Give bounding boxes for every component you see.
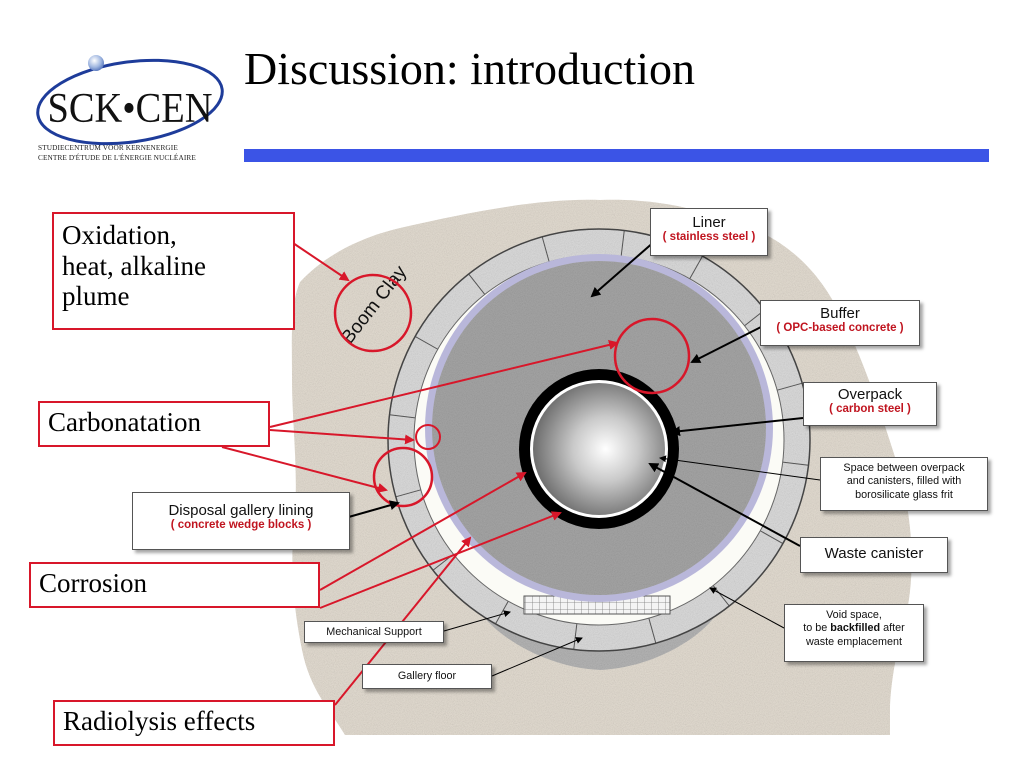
label-space-line1: Space between overpack [843,462,965,474]
wedge-block-joint [573,623,578,650]
callout-oxidation: Oxidation, heat, alkaline plume [52,212,295,330]
label-liner-sub: ( stainless steel ) [662,231,756,243]
label-mechanical-support-text: Mechanical Support [326,626,422,638]
label-space-line2: and canisters, filled with [846,475,962,488]
callout-oxidation-line1: Oxidation, [62,220,177,250]
label-gallery-floor: Gallery floor [362,664,492,689]
wedge-block-joint [782,461,809,466]
label-space-line3: borosilicate glass frit [855,488,953,501]
label-liner: Liner ( stainless steel ) [650,208,768,256]
wedge-block-joint [620,230,625,257]
callout-oxidation-line2: heat, alkaline [62,250,206,281]
logo-subtitle-dutch: STUDIECENTRUM VOOR KERNENERGIE [38,143,178,152]
liner-carbonatation-circle [415,424,441,450]
label-overpack-main: Overpack [837,386,903,403]
logo-subtitle-french: CENTRE D'ÉTUDE DE L'ÉNERGIE NUCLÉAIRE [38,153,196,162]
callout-carbonatation: Carbonatation [38,401,270,447]
label-buffer: Buffer ( OPC-based concrete ) [760,300,920,346]
label-liner-main: Liner [692,214,726,231]
lining-carbonatation-circle [372,446,434,508]
sck-cen-logo: SCK•CEN [30,50,230,170]
label-void-line2-post: after [880,622,905,635]
label-waste-canister-text: Waste canister [824,545,924,562]
boom-clay-highlight-circle [333,273,413,353]
logo-text: SCK•CEN [48,86,213,132]
label-void-line2: to be backfilled after [785,622,923,635]
wedge-block-joint [395,489,421,498]
label-space-between: Space between overpack and canisters, fi… [820,457,988,511]
wedge-block-joint [389,414,416,419]
wedge-block-joint [541,236,550,262]
wedge-block-joint [648,618,657,644]
waste-canister-shape [533,383,665,515]
wedge-block-joint [777,382,803,391]
wedge-block-joint [468,273,486,295]
wedge-block-joint [689,255,703,280]
callout-corrosion: Corrosion [29,562,320,608]
label-mechanical-support: Mechanical Support [304,621,444,643]
label-buffer-sub: ( OPC-based concrete ) [776,322,904,334]
logo-graphic: SCK•CEN [36,55,224,146]
buffer-highlight-circle [613,317,691,395]
callout-oxidation-line3: plume [62,281,130,311]
label-gallery-floor-text: Gallery floor [397,670,457,682]
wedge-block-joint [759,530,784,544]
title-underline-bar [244,149,989,162]
label-void-line2-pre: to be [803,622,831,635]
callout-radiolysis: Radiolysis effects [53,700,335,746]
label-buffer-main: Buffer [820,305,860,322]
wedge-block-joint [414,336,439,350]
label-gallery-lining-sub: ( concrete wedge blocks ) [170,519,312,531]
label-void-line1: Void space, [826,609,882,621]
wedge-block-joint [495,600,509,625]
label-overpack-sub: ( carbon steel ) [829,403,911,415]
page-title: Discussion: introduction [244,43,696,94]
label-void-space: Void space, to be backfilled after waste… [784,604,924,662]
label-overpack: Overpack ( carbon steel ) [803,382,937,426]
label-waste-canister: Waste canister [800,537,948,573]
label-gallery-lining: Disposal gallery lining ( concrete wedge… [132,492,350,550]
label-void-line3: waste emplacement [805,635,903,648]
label-void-line2-bold: backfilled [830,622,881,635]
label-gallery-lining-main: Disposal gallery lining [168,502,314,519]
